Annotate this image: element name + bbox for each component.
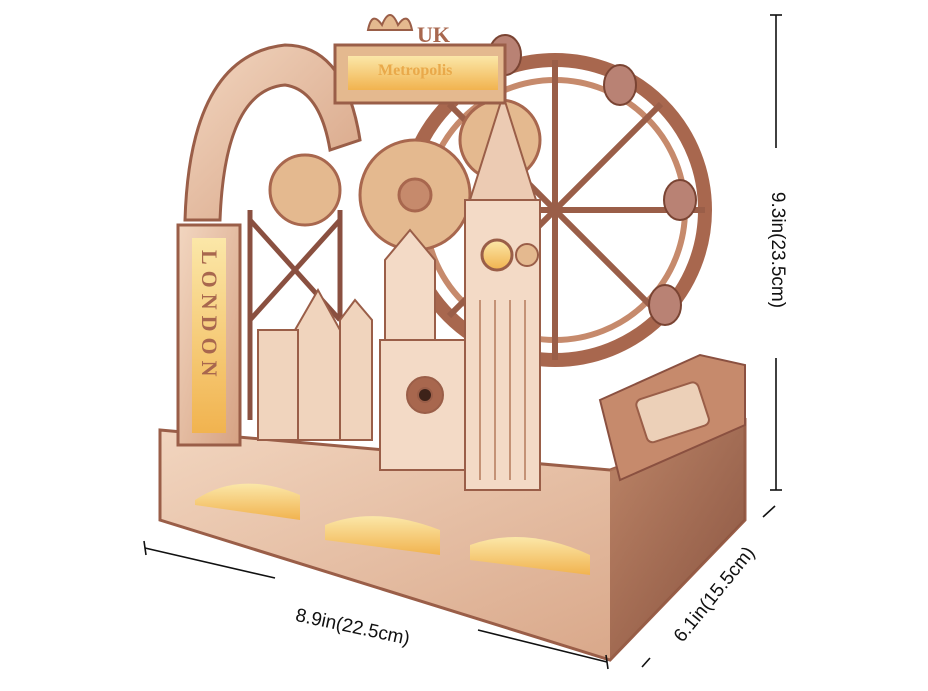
truss — [247, 210, 343, 420]
base-arches — [195, 483, 590, 575]
left-arch — [183, 43, 362, 222]
sign-uk-text: UK — [417, 22, 450, 47]
london-glow-panel — [192, 238, 226, 433]
central-tower — [379, 228, 466, 471]
train-section — [598, 353, 746, 482]
tower-bridge-building — [257, 287, 373, 441]
top-sign — [333, 14, 507, 105]
ferris-wheel — [398, 34, 712, 367]
sign-banner-text: Metropolis — [378, 62, 453, 79]
london-sign-text: LONDON — [197, 250, 222, 383]
height-dimension-label: 9.3in(23.5cm) — [767, 191, 788, 309]
big-ben — [464, 91, 541, 491]
